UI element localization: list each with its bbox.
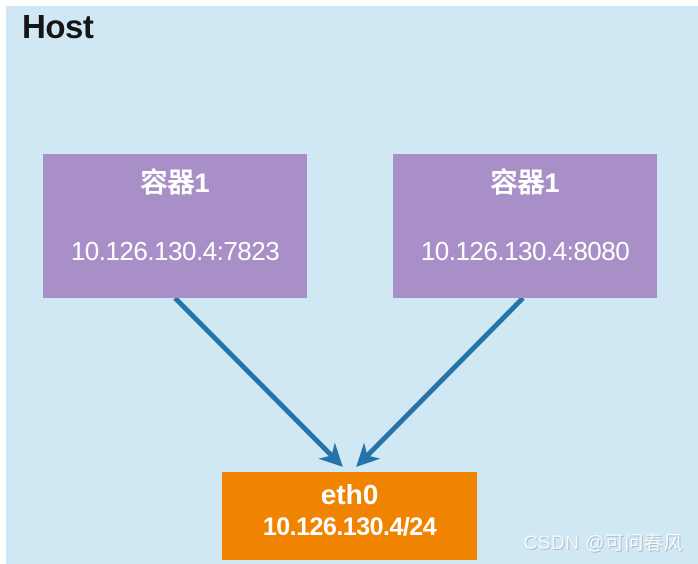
eth0-box: eth0 10.126.130.4/24 xyxy=(222,472,477,560)
container-2-address: 10.126.130.4:8080 xyxy=(420,236,630,266)
container-2-title: 容器1 xyxy=(490,168,560,198)
watermark: CSDN @可问春风 xyxy=(523,533,683,554)
container-1-title: 容器1 xyxy=(140,168,210,198)
eth0-address: 10.126.130.4/24 xyxy=(262,513,437,541)
host-label: Host xyxy=(22,8,94,45)
eth0-title: eth0 xyxy=(320,479,379,510)
container-2-box: 容器1 10.126.130.4:8080 xyxy=(393,154,657,298)
container-1-address: 10.126.130.4:7823 xyxy=(70,236,280,266)
container-1-box: 容器1 10.126.130.4:7823 xyxy=(43,154,307,298)
